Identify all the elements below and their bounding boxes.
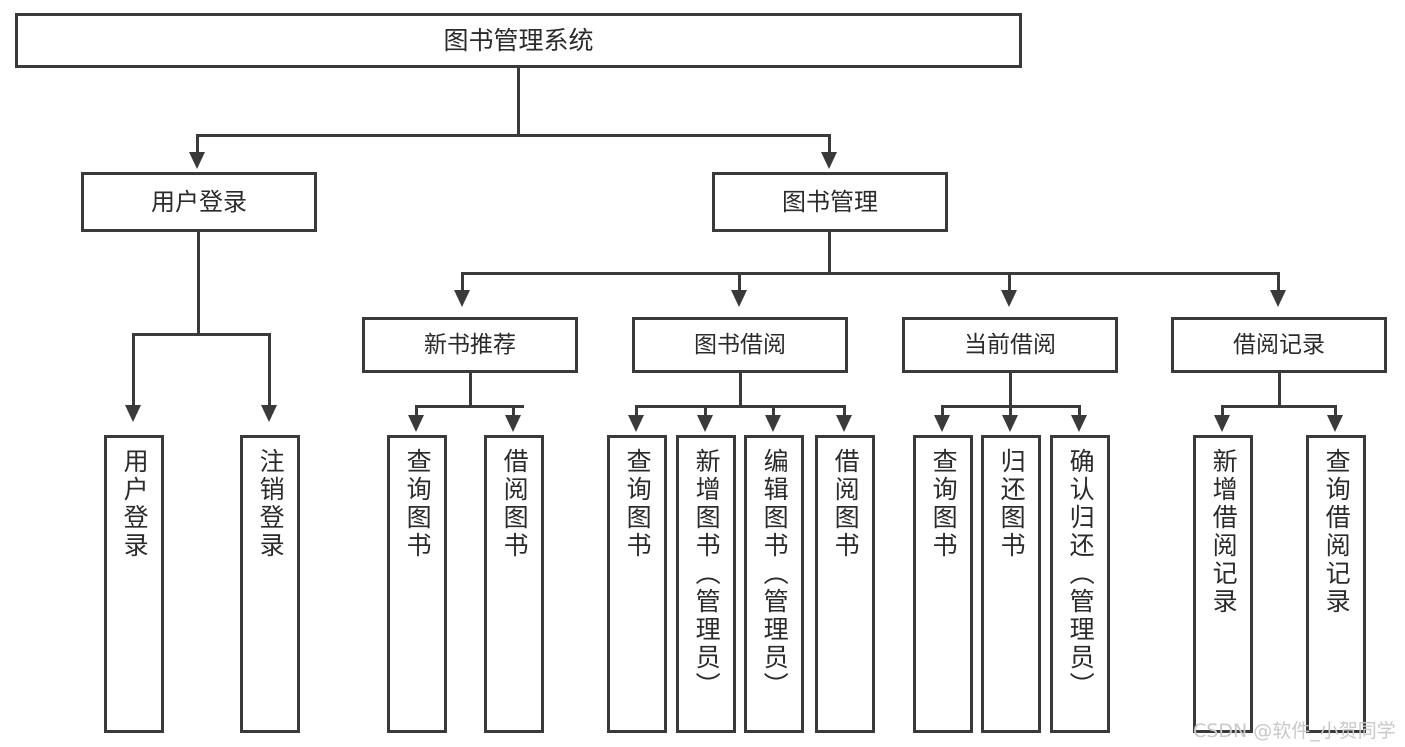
leaf-query-borrow-record[interactable]: 查询借阅记录	[1306, 435, 1366, 733]
connector-borrow-record-bus	[1222, 405, 1337, 408]
connector-new-book-drop-2	[512, 405, 515, 417]
leaf-return-book[interactable]: 归还图书	[981, 435, 1041, 733]
leaf-query-book-current-label: 查询图书	[929, 448, 959, 560]
connector-current-borrow-drop-1	[941, 405, 944, 417]
connector-level2-drop-4	[1277, 272, 1280, 292]
node-root-label: 图书管理系统	[443, 26, 594, 55]
connector-borrow-record-drop-2	[1334, 405, 1337, 417]
connector-book-borrow-stem	[739, 373, 742, 407]
arrow-to-leaf-confirm-return	[1071, 415, 1087, 432]
connector-user-login-stem	[197, 232, 200, 335]
connector-level2-drop-3	[1008, 272, 1011, 292]
node-root[interactable]: 图书管理系统	[15, 13, 1022, 68]
leaf-edit-book-label: 编辑图书（管理员）	[760, 448, 790, 700]
arrow-to-leaf-borrow-book-1	[505, 415, 521, 432]
arrow-to-leaf-query-record	[1327, 415, 1343, 432]
connector-root-stem	[517, 68, 520, 136]
connector-root-bus	[197, 134, 831, 137]
node-borrow-record[interactable]: 借阅记录	[1171, 317, 1387, 373]
arrow-to-leaf-edit-book	[765, 415, 781, 432]
connector-current-borrow-drop-2	[1009, 405, 1012, 417]
leaf-add-book-label: 新增图书（管理员）	[692, 448, 722, 700]
connector-book-borrow-bus	[636, 405, 846, 408]
connector-level2-drop-1	[461, 272, 464, 292]
connector-current-borrow-drop-3	[1078, 405, 1081, 417]
leaf-borrow-book-newbook[interactable]: 借阅图书	[484, 435, 544, 733]
arrow-to-current-borrow	[1001, 290, 1017, 307]
leaf-confirm-return-label: 确认归还（管理员）	[1066, 448, 1096, 700]
leaf-user-login-label: 用户登录	[120, 448, 150, 560]
leaf-query-borrow-record-label: 查询借阅记录	[1322, 448, 1352, 616]
node-book-borrow-label: 图书借阅	[694, 331, 786, 358]
leaf-return-book-label: 归还图书	[997, 448, 1027, 560]
connector-book-management-stem	[828, 232, 831, 274]
arrow-to-leaf-query-book-3	[934, 415, 950, 432]
leaf-add-borrow-record-label: 新增借阅记录	[1209, 448, 1239, 616]
leaf-query-book-newbook-label: 查询图书	[403, 448, 433, 560]
arrow-to-user-login	[189, 152, 205, 169]
leaf-confirm-return[interactable]: 确认归还（管理员）	[1050, 435, 1110, 733]
connector-user-login-bus	[133, 333, 270, 336]
leaf-borrow-book[interactable]: 借阅图书	[815, 435, 875, 733]
leaf-borrow-book-label: 借阅图书	[831, 448, 861, 560]
node-new-book-recommend[interactable]: 新书推荐	[362, 317, 578, 373]
leaf-query-book-current[interactable]: 查询图书	[913, 435, 973, 733]
connector-book-borrow-drop-2	[704, 405, 707, 417]
leaf-query-book-borrow-label: 查询图书	[623, 448, 653, 560]
connector-root-drop-left	[196, 134, 199, 154]
connector-user-login-drop-2	[268, 333, 271, 407]
node-book-management-label: 图书管理	[782, 188, 878, 216]
node-book-management[interactable]: 图书管理	[712, 172, 948, 232]
connector-new-book-stem	[469, 373, 472, 407]
connector-new-book-bus	[416, 405, 524, 408]
connector-root-drop-right	[828, 134, 831, 154]
connector-level2-drop-2	[738, 272, 741, 292]
arrow-to-leaf-query-book-2	[628, 415, 644, 432]
connector-book-borrow-drop-1	[635, 405, 638, 417]
arrow-to-book-management	[821, 152, 837, 169]
connector-book-borrow-drop-3	[772, 405, 775, 417]
connector-new-book-drop-1	[415, 405, 418, 417]
leaf-logout[interactable]: 注销登录	[240, 435, 300, 733]
arrow-to-leaf-logout	[261, 405, 277, 422]
leaf-query-book-borrow[interactable]: 查询图书	[607, 435, 667, 733]
arrow-to-leaf-borrow-book-2	[836, 415, 852, 432]
arrow-to-leaf-add-book	[697, 415, 713, 432]
connector-current-borrow-stem	[1009, 373, 1012, 407]
leaf-user-login[interactable]: 用户登录	[104, 435, 164, 733]
leaf-borrow-book-newbook-label: 借阅图书	[500, 448, 530, 560]
connector-user-login-drop-1	[132, 333, 135, 407]
connector-level2-bus	[462, 272, 1280, 275]
node-user-login-label: 用户登录	[151, 188, 247, 216]
node-user-login[interactable]: 用户登录	[81, 172, 317, 232]
leaf-edit-book[interactable]: 编辑图书（管理员）	[744, 435, 804, 733]
node-borrow-record-label: 借阅记录	[1233, 331, 1325, 358]
arrow-to-borrow-record	[1270, 290, 1286, 307]
node-new-book-recommend-label: 新书推荐	[424, 331, 516, 358]
leaf-logout-label: 注销登录	[256, 448, 286, 560]
node-book-borrow[interactable]: 图书借阅	[632, 317, 848, 373]
arrow-to-leaf-return-book	[1002, 415, 1018, 432]
connector-borrow-record-drop-1	[1221, 405, 1224, 417]
connector-book-borrow-drop-4	[843, 405, 846, 417]
leaf-add-borrow-record[interactable]: 新增借阅记录	[1193, 435, 1253, 733]
leaf-add-book[interactable]: 新增图书（管理员）	[676, 435, 736, 733]
connector-borrow-record-stem	[1278, 373, 1281, 407]
arrow-to-book-borrow	[731, 290, 747, 307]
arrow-to-leaf-user-login	[125, 405, 141, 422]
arrow-to-new-book	[454, 290, 470, 307]
leaf-query-book-newbook[interactable]: 查询图书	[387, 435, 447, 733]
node-current-borrow[interactable]: 当前借阅	[902, 317, 1118, 373]
node-current-borrow-label: 当前借阅	[964, 331, 1056, 358]
arrow-to-leaf-add-record	[1214, 415, 1230, 432]
arrow-to-leaf-query-book-1	[408, 415, 424, 432]
